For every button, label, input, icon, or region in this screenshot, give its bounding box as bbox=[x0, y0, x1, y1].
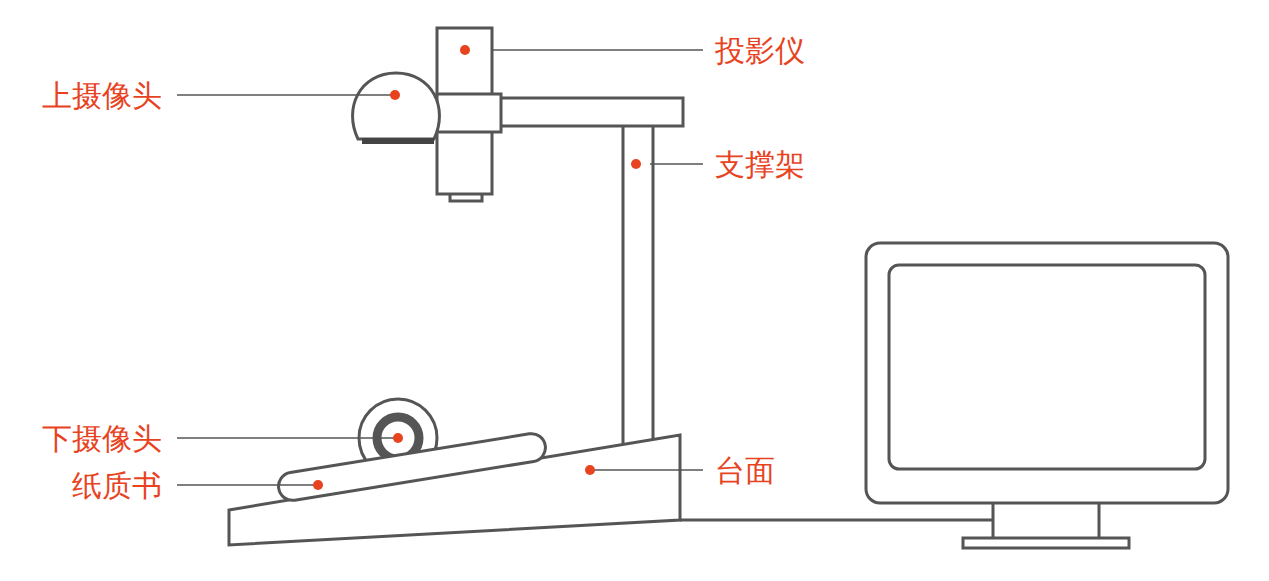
part-label: 下摄像头 bbox=[42, 422, 162, 455]
leader-dot bbox=[393, 433, 403, 443]
leader-line bbox=[177, 484, 318, 486]
monitor-foot bbox=[963, 538, 1129, 548]
part-label: 投影仪 bbox=[715, 34, 805, 67]
part-label: 纸质书 bbox=[72, 469, 162, 502]
leader-dot bbox=[390, 90, 400, 100]
leader-lines bbox=[177, 50, 703, 485]
upper-camera-band bbox=[362, 138, 434, 144]
leader-dot bbox=[313, 480, 323, 490]
leader-dot bbox=[631, 159, 641, 169]
leader-line bbox=[590, 469, 703, 471]
support-arm bbox=[499, 98, 683, 126]
leader-dot bbox=[460, 45, 470, 55]
arm-clamp bbox=[437, 94, 501, 132]
monitor-frame bbox=[866, 243, 1228, 503]
support-column bbox=[623, 124, 653, 446]
device-group bbox=[229, 28, 1228, 548]
upper-camera bbox=[353, 73, 440, 139]
monitor-screen bbox=[889, 265, 1205, 469]
part-label: 台面 bbox=[715, 454, 775, 487]
leader-line bbox=[493, 49, 703, 51]
paper-book bbox=[276, 432, 547, 503]
part-label: 上摄像头 bbox=[42, 79, 162, 112]
leader-line bbox=[177, 94, 395, 96]
cable bbox=[680, 519, 993, 522]
leader-dots bbox=[313, 45, 641, 490]
leader-dot bbox=[585, 465, 595, 475]
leader-line bbox=[650, 163, 703, 165]
leader-line bbox=[177, 437, 398, 439]
part-label: 支撑架 bbox=[715, 148, 805, 181]
monitor-neck bbox=[993, 501, 1099, 539]
